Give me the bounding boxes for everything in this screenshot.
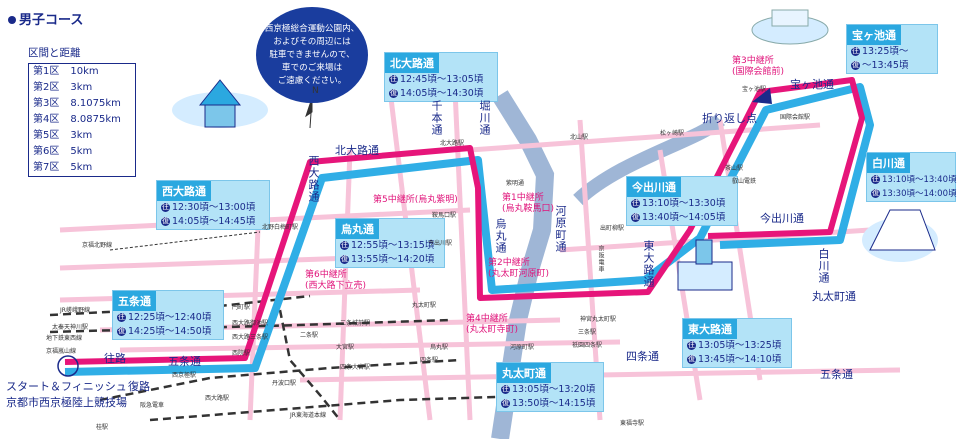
street-label: 河原町通 xyxy=(554,205,567,253)
station-label: 二条城前駅 xyxy=(340,320,371,327)
station-label: 地下鉄東西線 xyxy=(46,335,83,342)
kyoto-university-illustration xyxy=(677,239,733,291)
station-label: 丹波口駅 xyxy=(272,380,297,387)
station-label: 鞍馬口駅 xyxy=(432,212,457,219)
outbound-label: 往路 xyxy=(104,352,126,365)
street-label: 西大路通 xyxy=(307,155,320,203)
start-finish-label: スタート＆フィニッシュ京都市西京極陸上競技場 xyxy=(6,380,127,409)
outbound-route xyxy=(64,77,865,365)
station-label: 阪急電車 xyxy=(140,402,165,409)
street-label: 宝ヶ池通 xyxy=(790,78,834,91)
station-label: 紫明通 xyxy=(506,180,525,187)
return-label: 復路 xyxy=(128,380,150,393)
station-label: 京福嵐山線 xyxy=(46,348,77,355)
station-label: 北野白梅町駅 xyxy=(262,224,299,231)
course-title: 男子コース xyxy=(8,9,83,28)
street-label: 四条通 xyxy=(626,350,659,363)
station-label: 西大路御池駅 xyxy=(232,320,269,327)
station-label: 西院駅 xyxy=(232,350,251,357)
station-label: JR東海道本線 xyxy=(290,412,326,419)
station-label: 神宮丸太町駅 xyxy=(580,316,617,323)
station-label: 松ヶ崎駅 xyxy=(660,130,685,137)
station-label: 大宮駅 xyxy=(336,344,355,351)
kinkakuji-illustration xyxy=(172,79,268,128)
street-label: 堀川通 xyxy=(478,100,491,136)
station-label: 茶山駅 xyxy=(725,165,744,172)
parking-notice: 西京極総合運動公園内、 およびその周辺には 駐車できませんので、 車でのご来場は… xyxy=(256,7,368,103)
relay-point-5: 第5中継所(烏丸紫明) xyxy=(373,195,458,205)
relay-point-2: 第2中継所(丸太町河原町) xyxy=(488,258,550,279)
turnaround-label: 折り返し点 xyxy=(702,112,757,125)
stadium-illustration xyxy=(751,9,829,45)
station-label: 桂駅 xyxy=(96,424,109,431)
turnaround-arrow-icon xyxy=(752,88,772,104)
station-label: 北大路駅 xyxy=(440,140,465,147)
street-label: 白川通 xyxy=(817,248,830,284)
station-label: 三条駅 xyxy=(578,329,597,336)
daimonji-illustration xyxy=(862,209,938,262)
station-label: 烏丸駅 xyxy=(430,344,449,351)
street-label: 北大路通 xyxy=(335,144,379,157)
relay-point-3: 第3中継所(国際会館前) xyxy=(732,56,785,77)
street-label: 烏丸通 xyxy=(494,218,507,254)
station-label: 北山駅 xyxy=(570,134,589,141)
street-label: 東大路通 xyxy=(642,240,655,288)
station-label: 四条大宮駅 xyxy=(340,364,371,371)
station-label: 祇園四条駅 xyxy=(572,342,603,349)
station-label: 東福寺駅 xyxy=(620,420,645,427)
station-label: 京阪電車 xyxy=(597,245,604,273)
street-label: 五条通 xyxy=(820,368,853,381)
station-label: 二条駅 xyxy=(300,332,319,339)
street-label: 丸太町通 xyxy=(812,290,856,303)
relay-point-6: 第6中継所(西大路下立売) xyxy=(305,270,367,291)
street-label: 五条通 xyxy=(168,355,201,368)
start-marker-icon xyxy=(57,355,79,377)
station-label: 出町柳駅 xyxy=(600,225,625,232)
compass-label: N xyxy=(312,86,319,96)
street-label: 今出川通 xyxy=(760,212,804,225)
station-label: JR嵯峨野線 xyxy=(60,307,90,314)
station-label: 今出川駅 xyxy=(428,240,453,247)
street-label: 千本通 xyxy=(430,100,443,136)
station-label: 四条駅 xyxy=(420,357,439,364)
station-label: 国際会館駅 xyxy=(780,114,811,121)
station-label: 丸太町駅 xyxy=(412,302,437,309)
legend-heading: 区間と距離 xyxy=(28,47,81,59)
station-label: 叡山電鉄 xyxy=(732,178,757,185)
takano-river xyxy=(573,114,725,206)
relay-point-4: 第4中継所(丸太町寺町) xyxy=(466,314,519,335)
relay-point-1: 第1中継所(烏丸鞍馬口) xyxy=(502,193,555,214)
station-label: 太秦天神川駅 xyxy=(52,324,89,331)
station-label: 西大路三条駅 xyxy=(232,334,269,341)
station-label: 河原町駅 xyxy=(510,344,535,351)
station-label: 宝ヶ池駅 xyxy=(742,86,767,93)
station-label: 西大路駅 xyxy=(205,395,230,402)
station-label: 西京極駅 xyxy=(172,372,197,379)
station-label: 京福北野線 xyxy=(82,242,113,249)
station-label: 円町駅 xyxy=(232,304,251,311)
